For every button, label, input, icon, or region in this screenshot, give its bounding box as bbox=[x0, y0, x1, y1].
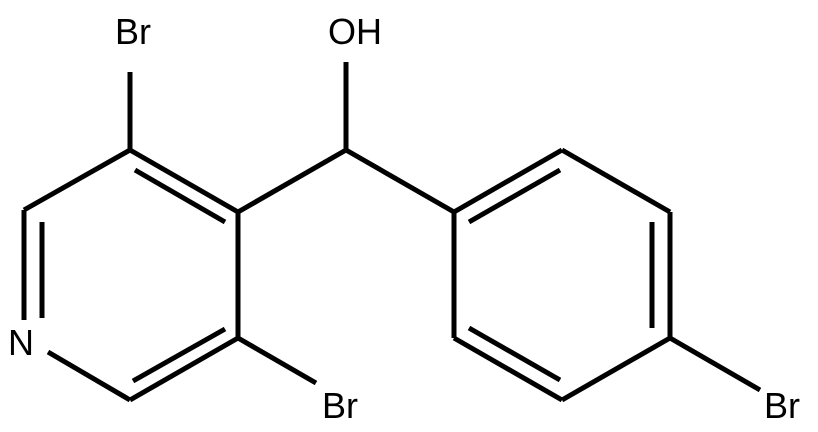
bond-c5-br bbox=[236, 335, 318, 386]
bromine-top-label: Br bbox=[115, 11, 151, 52]
bond-c5-c6 bbox=[128, 335, 240, 403]
benzene-ring bbox=[451, 147, 762, 403]
bond-b5-b6-inner bbox=[467, 325, 562, 383]
bond-b1-b2 bbox=[452, 147, 564, 215]
bond-c3-c4-inner bbox=[133, 167, 227, 225]
bond-c3-c4 bbox=[128, 147, 240, 215]
bromine-bottom-label: Br bbox=[322, 385, 358, 426]
bond-c6-n bbox=[46, 349, 132, 403]
hydroxyl-label: OH bbox=[328, 11, 382, 52]
bond-b4-br bbox=[668, 335, 762, 393]
bond-b5-b6 bbox=[452, 335, 564, 403]
pyridine-nitrogen-label: N bbox=[8, 322, 34, 363]
bond-b1-b2-inner bbox=[467, 167, 562, 225]
bond-c5-c6-inner bbox=[131, 326, 227, 384]
bond-c2-c3 bbox=[22, 147, 132, 213]
pyridine-ring bbox=[21, 147, 241, 403]
bond-ch-aryl bbox=[344, 147, 456, 215]
bromine-right-label: Br bbox=[764, 385, 800, 426]
bond-b4-b5 bbox=[560, 335, 672, 403]
atom-labels: OH Br Br Br N bbox=[8, 11, 800, 426]
bond-b2-b3 bbox=[560, 147, 672, 215]
bond-c4-ch bbox=[236, 147, 348, 215]
substituent-bonds bbox=[127, 62, 456, 386]
